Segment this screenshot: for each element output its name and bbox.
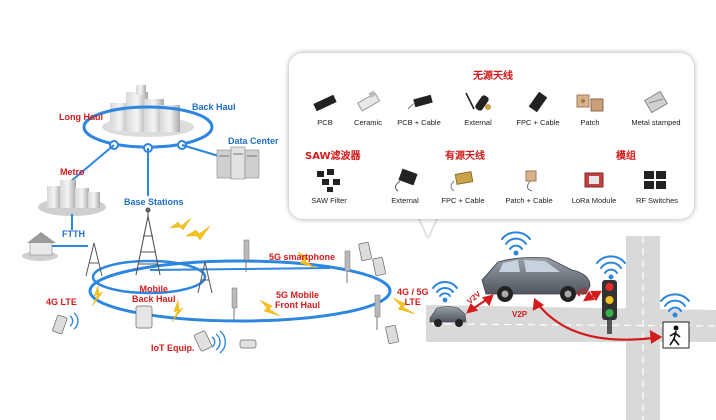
external-active-antenna-item: External bbox=[375, 167, 435, 205]
metal-stamped-antenna-item: Metal stamped bbox=[619, 89, 693, 127]
house-icon bbox=[22, 232, 58, 261]
v2p-arrow bbox=[534, 299, 661, 341]
tower-small-icon bbox=[197, 261, 213, 294]
signal-waves-icon bbox=[69, 312, 79, 330]
pedestrian-icon bbox=[662, 321, 690, 349]
saw-filter-icon bbox=[317, 169, 340, 192]
lightning-bolt-icon bbox=[297, 251, 317, 269]
smartphone-5g-label: 5G smartphone bbox=[269, 252, 336, 262]
ceramic-antenna-icon bbox=[357, 90, 381, 112]
fpc-cable-active-antenna-item: FPC + Cable bbox=[433, 167, 493, 205]
ftth-label: FTTH bbox=[62, 229, 85, 239]
passive-antenna-title: 无源天线 bbox=[473, 71, 513, 82]
wifi-icon bbox=[596, 255, 626, 280]
lightning-bolt-icon bbox=[169, 217, 192, 231]
lightning-bolt-icon bbox=[91, 285, 104, 307]
external-antenna-icon bbox=[465, 92, 491, 111]
lightning-bolt-icon bbox=[392, 297, 416, 315]
small-cell-pole-icon bbox=[243, 239, 250, 272]
pcb-cable-antenna-icon bbox=[407, 94, 433, 110]
small-cell-pole-icon bbox=[231, 287, 238, 320]
pcb-antenna-item: PCB bbox=[295, 89, 355, 127]
mobile-ring bbox=[88, 259, 392, 323]
iot-device-icon bbox=[194, 330, 212, 352]
saw-filter-item: SAW Filter bbox=[299, 167, 359, 205]
smartphone-icon bbox=[385, 325, 399, 344]
lora-module-item: LoRa Module bbox=[561, 167, 627, 205]
back-haul-label: Back Haul bbox=[192, 102, 236, 112]
iot-device-icon bbox=[239, 339, 257, 349]
patch-antenna-icon bbox=[576, 94, 604, 112]
lora-module-icon bbox=[584, 172, 604, 188]
wifi-icon bbox=[432, 281, 458, 303]
iot-equip-label: IoT Equip. bbox=[151, 343, 195, 353]
small-cell-pole-icon bbox=[374, 294, 381, 330]
small-cell-pole-icon bbox=[344, 250, 351, 283]
pcb-antenna-icon bbox=[313, 94, 337, 112]
rf-switches-item: RF Switches bbox=[624, 167, 690, 205]
patch-cable-antenna-item: Patch + Cable bbox=[494, 167, 564, 205]
tower-small-icon bbox=[85, 242, 103, 277]
product-panel: 无源天线 PCB Ceramic PCB + Cable External FP… bbox=[289, 53, 694, 219]
smartphone-icon bbox=[358, 242, 372, 261]
lte-4g-label: 4G LTE bbox=[46, 297, 77, 307]
car-icon bbox=[481, 257, 591, 302]
wifi-icon bbox=[501, 231, 531, 256]
external-active-antenna-icon bbox=[394, 168, 418, 192]
long-haul-label: Long Haul bbox=[59, 112, 103, 122]
fpc-cable-antenna-item: FPC + Cable bbox=[508, 89, 568, 127]
metal-stamped-antenna-icon bbox=[644, 90, 668, 114]
callout-tail bbox=[418, 215, 438, 237]
patch-antenna-item: Patch bbox=[560, 89, 620, 127]
road bbox=[426, 236, 716, 420]
fpc-cable-active-antenna-icon bbox=[450, 171, 474, 192]
metro-buildings-icon bbox=[38, 180, 106, 216]
base-station-tower-icon bbox=[135, 207, 161, 276]
data-center-icon bbox=[216, 146, 260, 180]
v2p-label: V2P bbox=[512, 310, 528, 319]
car-icon bbox=[429, 306, 467, 327]
lightning-bolt-icon bbox=[259, 299, 281, 317]
traffic-light-icon bbox=[602, 280, 617, 334]
metro-label: Metro bbox=[60, 167, 85, 177]
tablet-icon bbox=[135, 305, 153, 329]
pcb-cable-antenna-item: PCB + Cable bbox=[389, 89, 449, 127]
rf-switches-icon bbox=[644, 171, 666, 189]
smartphone-icon bbox=[52, 314, 68, 335]
active-antenna-title: 有源天线 bbox=[445, 151, 485, 162]
module-title: 模组 bbox=[616, 151, 636, 162]
patch-cable-antenna-icon bbox=[525, 170, 537, 192]
ceramic-antenna-item: Ceramic bbox=[338, 89, 398, 127]
lightning-bolt-icon bbox=[171, 299, 184, 323]
saw-filter-title: SAW滤波器 bbox=[305, 151, 361, 162]
lightning-bolt-icon bbox=[185, 225, 211, 241]
wifi-icon bbox=[660, 293, 690, 318]
smartphone-icon bbox=[372, 257, 386, 276]
signal-waves-icon bbox=[211, 330, 226, 354]
fpc-cable-antenna-icon bbox=[528, 91, 548, 113]
external-antenna-item: External bbox=[448, 89, 508, 127]
base-stations-label: Base Stations bbox=[124, 197, 184, 207]
data-center-label: Data Center bbox=[228, 136, 279, 146]
